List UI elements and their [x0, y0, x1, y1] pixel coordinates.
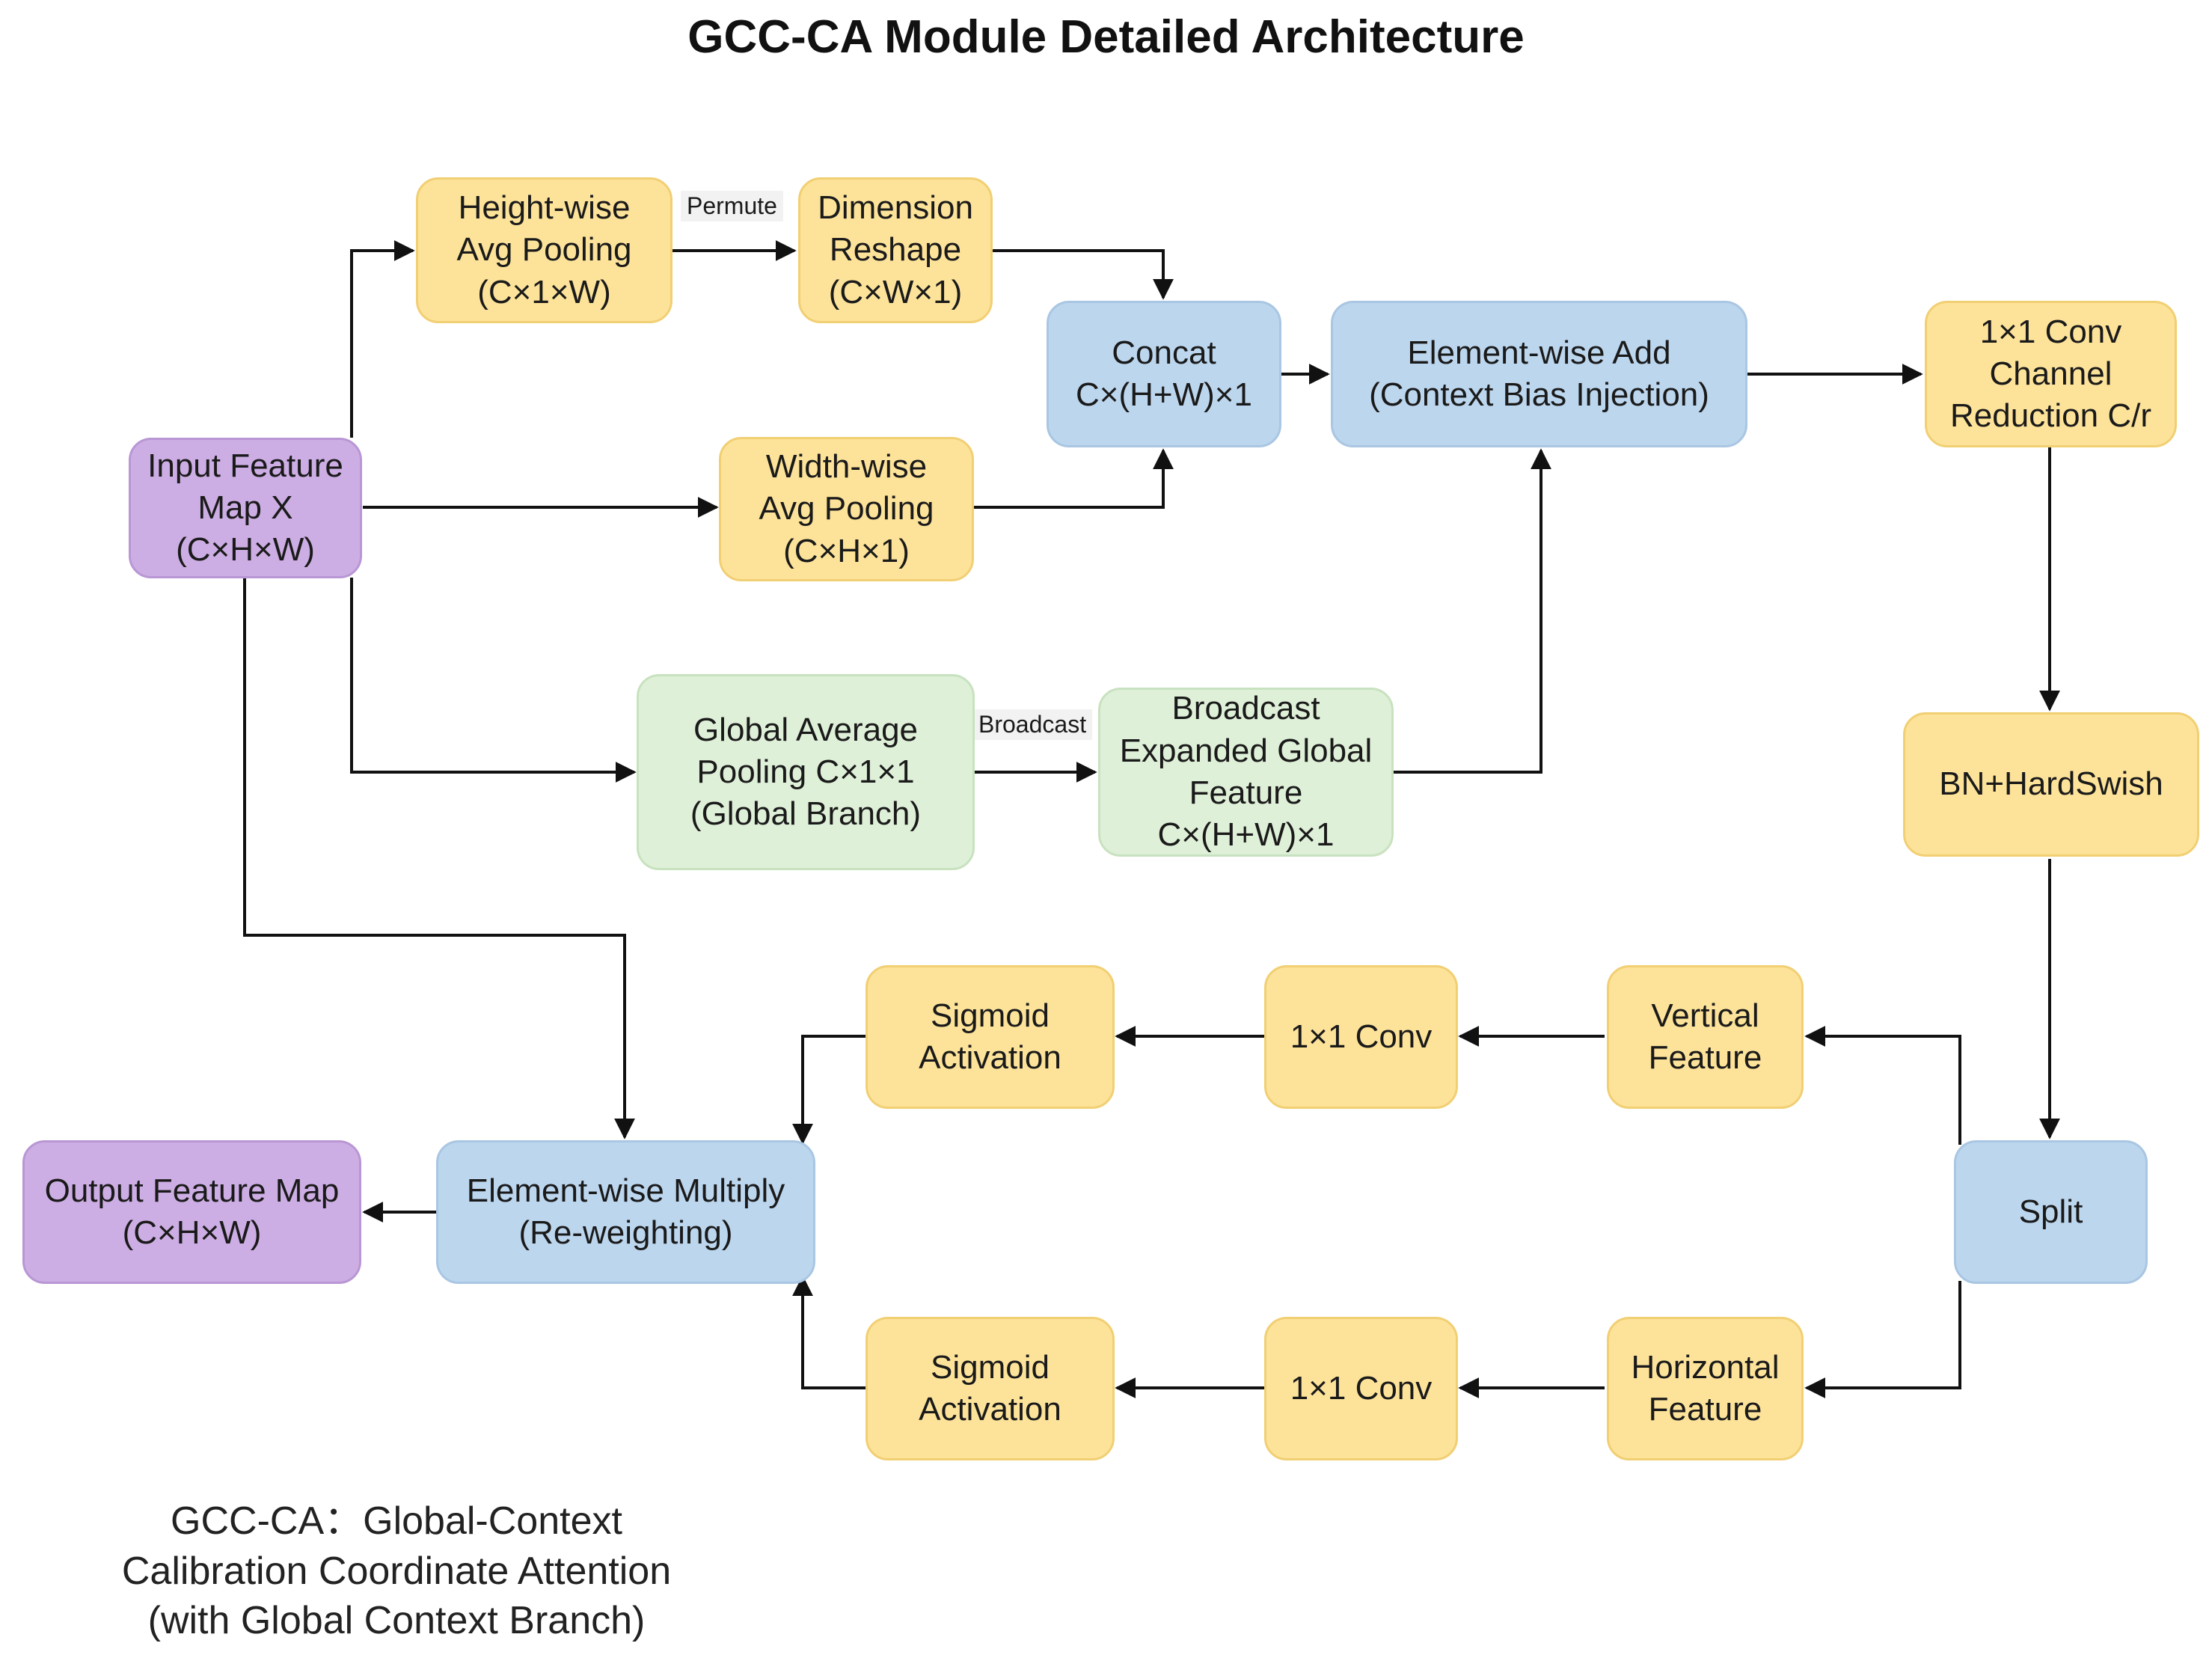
edge-sig-h-to-mul — [792, 1275, 866, 1389]
node-bn-hardswish[interactable]: BN+HardSwish — [1903, 712, 2199, 857]
edge-input-to-mul — [243, 578, 635, 1139]
diagram-title: GCC-CA Module Detailed Architecture — [687, 11, 1525, 63]
edge-split-to-vertical — [1804, 1026, 1961, 1145]
node-height-wise-avg-pooling[interactable]: Height-wise Avg Pooling (C×1×W) — [416, 177, 673, 323]
node-element-wise-multiply[interactable]: Element-wise Multiply (Re-weighting) — [436, 1140, 815, 1284]
node-conv-channel-reduction[interactable]: 1×1 Conv Channel Reduction C/r — [1925, 301, 2177, 447]
node-split[interactable]: Split — [1954, 1140, 2148, 1284]
edge-broadcast-to-add — [1394, 448, 1551, 774]
edge-label-broadcast: Broadcast — [972, 709, 1093, 740]
node-conv-vertical[interactable]: 1×1 Conv — [1264, 965, 1458, 1109]
node-broadcast-expanded-global-feature[interactable]: Broadcast Expanded Global Feature C×(H+W… — [1098, 688, 1394, 857]
node-sigmoid-horizontal[interactable]: Sigmoid Activation — [866, 1317, 1115, 1460]
diagram-caption: GCC-CA：Global-Context Calibration Coordi… — [121, 1499, 672, 1643]
node-global-average-pooling[interactable]: Global Average Pooling C×1×1 (Global Bra… — [637, 674, 975, 870]
edge-label-permute: Permute — [681, 191, 783, 221]
node-vertical-feature[interactable]: Vertical Feature — [1607, 965, 1804, 1109]
node-dimension-reshape[interactable]: Dimension Reshape (C×W×1) — [798, 177, 993, 323]
edge-split-to-horizontal — [1804, 1281, 1961, 1398]
edge-reshape-to-concat — [993, 249, 1174, 300]
node-output-feature-map[interactable]: Output Feature Map (C×H×W) — [22, 1140, 361, 1284]
node-width-wise-avg-pooling[interactable]: Width-wise Avg Pooling (C×H×1) — [719, 437, 974, 581]
node-conv-horizontal[interactable]: 1×1 Conv — [1264, 1317, 1458, 1460]
node-sigmoid-vertical[interactable]: Sigmoid Activation — [866, 965, 1115, 1109]
edge-sig-v-to-mul — [792, 1035, 866, 1145]
node-element-wise-add[interactable]: Element-wise Add (Context Bias Injection… — [1331, 301, 1747, 447]
edge-input-to-height-pool — [350, 240, 415, 438]
node-horizontal-feature[interactable]: Horizontal Feature — [1607, 1317, 1804, 1460]
edge-input-to-gap — [350, 578, 637, 783]
node-concat[interactable]: Concat C×(H+W)×1 — [1047, 301, 1281, 447]
edge-width-pool-to-concat — [972, 448, 1174, 509]
node-input-feature-map[interactable]: Input Feature Map X (C×H×W) — [129, 438, 362, 578]
